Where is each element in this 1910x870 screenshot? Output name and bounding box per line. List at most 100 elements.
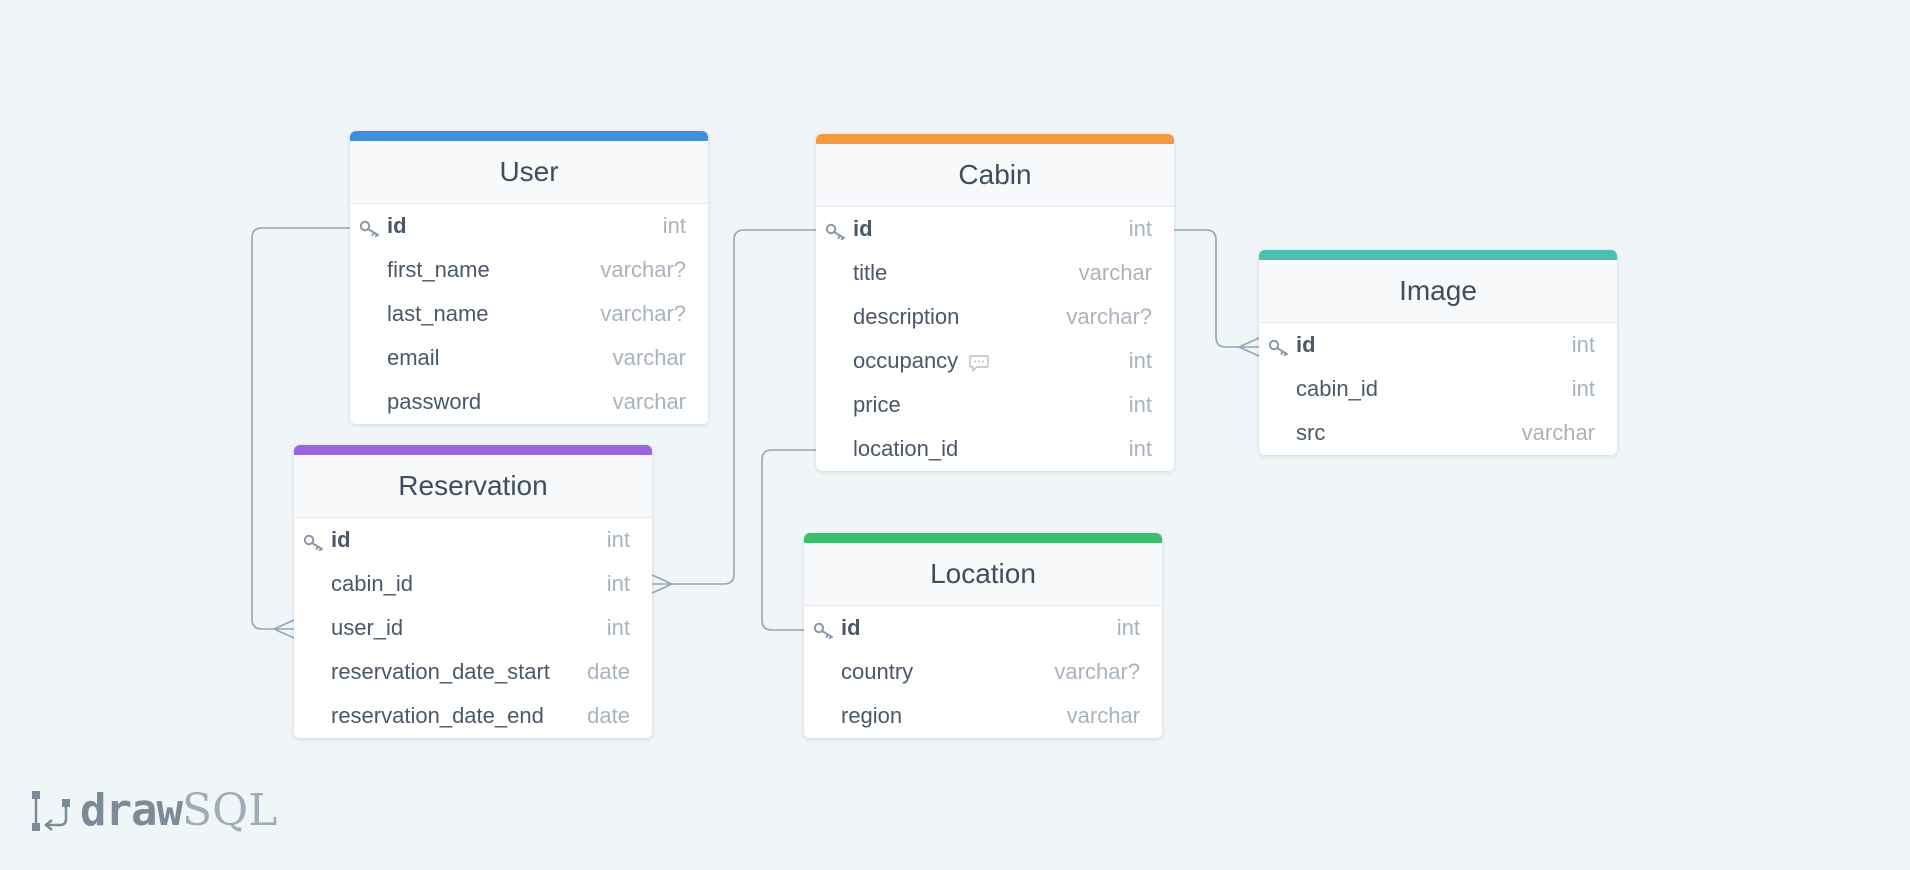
field-type: int bbox=[606, 615, 630, 640]
field-type: varchar bbox=[612, 389, 686, 414]
table-location[interactable]: Location id int country varchar? region varch… bbox=[804, 533, 1162, 738]
relation-cabin-location[interactable] bbox=[761, 449, 817, 631]
field-name: region bbox=[841, 703, 903, 728]
field-name: id bbox=[841, 615, 861, 640]
field-type: varchar? bbox=[600, 257, 686, 282]
field-name: last_name bbox=[387, 301, 489, 326]
field-name: id bbox=[1296, 332, 1316, 357]
crowfoot-image-cabin bbox=[1238, 337, 1260, 357]
field-name: email bbox=[387, 345, 440, 370]
drawsql-logo[interactable]: draw SQL bbox=[30, 785, 277, 836]
table-title: Location bbox=[804, 543, 1162, 606]
field-row-user-id[interactable]: user_id int bbox=[294, 606, 652, 650]
field-row-region[interactable]: region varchar bbox=[804, 694, 1162, 738]
field-row-location-id[interactable]: location_id int bbox=[816, 427, 1174, 471]
relation-cabin-image[interactable] bbox=[1173, 229, 1260, 348]
field-row-id[interactable]: id int bbox=[804, 606, 1162, 650]
field-name: occupancy bbox=[853, 348, 959, 373]
field-list: id int country varchar? region varchar bbox=[804, 606, 1162, 738]
drawsql-logo-icon bbox=[32, 790, 70, 831]
field-type: varchar? bbox=[1066, 304, 1152, 329]
field-type: int bbox=[662, 213, 686, 238]
key-icon bbox=[1268, 336, 1290, 357]
field-row-country[interactable]: country varchar? bbox=[804, 650, 1162, 694]
field-name: reservation_date_end bbox=[331, 703, 544, 728]
field-type: int bbox=[1128, 436, 1152, 461]
field-name: id bbox=[331, 527, 351, 552]
table-accent-bar bbox=[1259, 250, 1617, 260]
crowfoot-reservation-cabin bbox=[651, 574, 673, 594]
table-title: User bbox=[350, 141, 708, 204]
field-row-id[interactable]: id int bbox=[350, 204, 708, 248]
field-name: id bbox=[853, 216, 873, 241]
comment-icon[interactable] bbox=[968, 352, 990, 373]
field-type: varchar bbox=[1521, 420, 1595, 445]
field-name: id bbox=[387, 213, 407, 238]
field-row-occupancy[interactable]: occupancy int bbox=[816, 339, 1174, 383]
field-type: int bbox=[606, 571, 630, 596]
key-icon bbox=[303, 531, 325, 552]
field-type: varchar bbox=[1078, 260, 1152, 285]
field-name: first_name bbox=[387, 257, 490, 282]
field-name: location_id bbox=[853, 436, 959, 461]
field-type: int bbox=[606, 527, 630, 552]
relation-user-reservation[interactable] bbox=[251, 227, 351, 630]
field-type: varchar? bbox=[1054, 659, 1140, 684]
key-icon bbox=[359, 217, 381, 238]
field-name: cabin_id bbox=[1296, 376, 1378, 401]
field-type: date bbox=[587, 659, 630, 684]
field-type: int bbox=[1571, 332, 1595, 357]
field-row-title[interactable]: title varchar bbox=[816, 251, 1174, 295]
field-row-id[interactable]: id int bbox=[1259, 323, 1617, 367]
field-name: password bbox=[387, 389, 482, 414]
field-row-cabin-id[interactable]: cabin_id int bbox=[294, 562, 652, 606]
table-accent-bar bbox=[294, 445, 652, 455]
field-row-first-name[interactable]: first_name varchar? bbox=[350, 248, 708, 292]
table-title: Reservation bbox=[294, 455, 652, 518]
field-type: int bbox=[1128, 348, 1152, 373]
table-title: Image bbox=[1259, 260, 1617, 323]
table-accent-bar bbox=[816, 134, 1174, 144]
field-row-id[interactable]: id int bbox=[294, 518, 652, 562]
logo-text-sql: SQL bbox=[181, 785, 278, 836]
field-row-email[interactable]: email varchar bbox=[350, 336, 708, 380]
field-row-password[interactable]: password varchar bbox=[350, 380, 708, 424]
field-type: int bbox=[1128, 216, 1152, 241]
field-name: src bbox=[1296, 420, 1326, 445]
field-row-src[interactable]: src varchar bbox=[1259, 411, 1617, 455]
relation-cabin-reservation[interactable] bbox=[651, 229, 817, 585]
field-row-reservation-date-start[interactable]: reservation_date_start date bbox=[294, 650, 652, 694]
field-row-id[interactable]: id int bbox=[816, 207, 1174, 251]
field-name: title bbox=[853, 260, 888, 285]
field-name: user_id bbox=[331, 615, 404, 640]
table-accent-bar bbox=[350, 131, 708, 141]
field-type: varchar bbox=[1066, 703, 1140, 728]
table-title: Cabin bbox=[816, 144, 1174, 207]
field-name: reservation_date_start bbox=[331, 659, 550, 684]
field-name: price bbox=[853, 392, 901, 417]
crowfoot-reservation-user bbox=[273, 619, 295, 639]
key-icon bbox=[813, 619, 835, 640]
logo-text-draw: draw bbox=[80, 785, 183, 836]
field-type: date bbox=[587, 703, 630, 728]
field-name: cabin_id bbox=[331, 571, 413, 596]
field-type: int bbox=[1116, 615, 1140, 640]
key-icon bbox=[825, 220, 847, 241]
field-type: varchar bbox=[612, 345, 686, 370]
field-row-reservation-date-end[interactable]: reservation_date_end date bbox=[294, 694, 652, 738]
field-name: country bbox=[841, 659, 914, 684]
